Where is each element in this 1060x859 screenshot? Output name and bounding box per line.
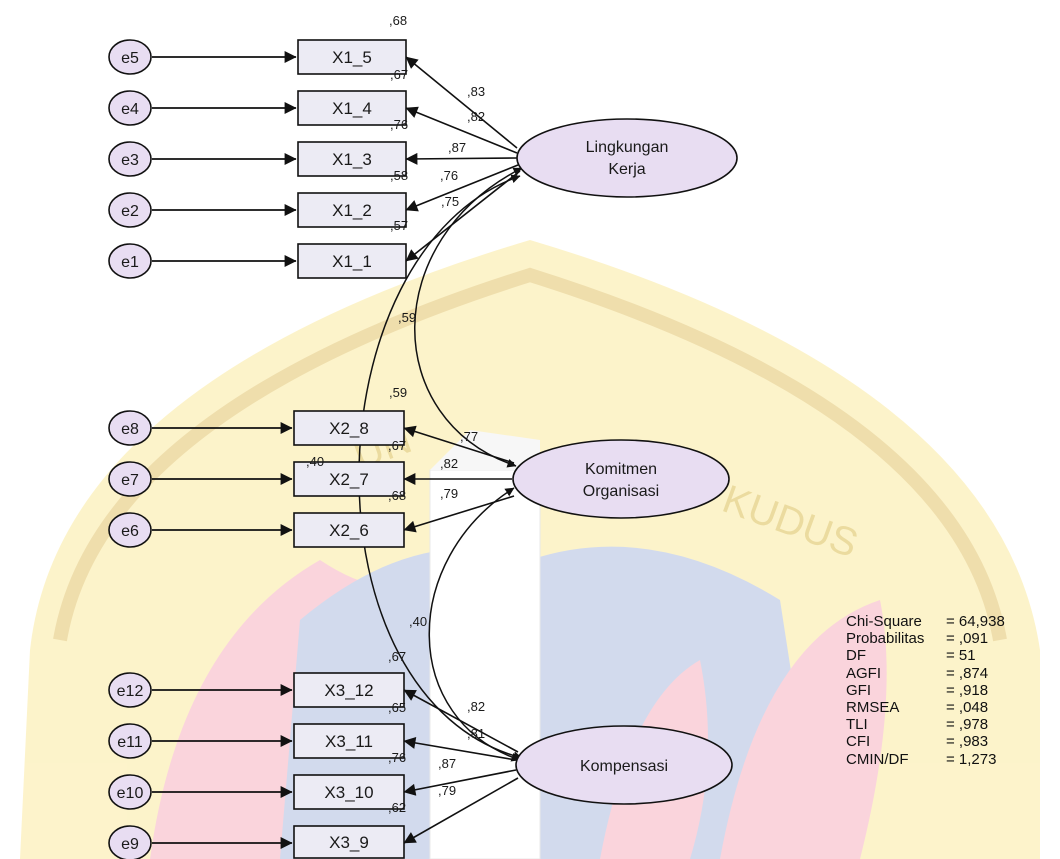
loading-label: ,79 (440, 486, 458, 501)
fit-stat-name: TLI (846, 716, 946, 733)
latent-label: Kompensasi (580, 758, 668, 775)
correlation-label: ,40 (409, 614, 427, 629)
error-label-e1: e1 (121, 254, 139, 271)
r2-label: ,58 (390, 168, 408, 183)
fit-stat-value: = ,874 (946, 665, 988, 682)
latent-lingkungan-kerja (517, 119, 737, 197)
error-label-e11: e11 (117, 734, 143, 751)
fit-stat-value: = ,983 (946, 733, 988, 750)
fit-stat-row: CFI= ,983 (846, 733, 1056, 750)
loading-label: ,82 (467, 699, 485, 714)
r2-label: ,76 (390, 117, 408, 132)
indicator-label: X3_9 (329, 833, 369, 852)
fit-stat-name: AGFI (846, 665, 946, 682)
latent-label: Organisasi (583, 483, 659, 500)
fit-stat-row: RMSEA= ,048 (846, 699, 1056, 716)
indicator-label: X1_4 (332, 99, 372, 118)
indicator-label: X1_3 (332, 150, 372, 169)
fit-stat-row: GFI= ,918 (846, 682, 1056, 699)
loading-label: ,87 (438, 756, 456, 771)
r2-label: ,65 (388, 700, 406, 715)
r2-label: ,67 (388, 438, 406, 453)
indicator-label: X3_11 (325, 732, 373, 751)
fit-stat-value: = 51 (946, 647, 976, 664)
r2-label: ,68 (389, 13, 407, 28)
loading-label: ,82 (467, 109, 485, 124)
fit-stat-value: = 1,273 (946, 751, 996, 768)
error-label-e12: e12 (117, 683, 144, 700)
error-label-e5: e5 (121, 50, 139, 67)
indicator-label: X2_8 (329, 419, 369, 438)
r2-label: ,67 (388, 649, 406, 664)
fit-stat-value: = ,978 (946, 716, 988, 733)
fit-stat-value: = ,048 (946, 699, 988, 716)
loading-label: ,82 (440, 456, 458, 471)
latent-label: Lingkungan (586, 139, 669, 156)
r2-label: ,67 (390, 67, 408, 82)
indicator-label: X2_6 (329, 521, 369, 540)
fit-stat-name: Probabilitas (846, 630, 946, 647)
correlation-label: ,59 (398, 310, 416, 325)
r2-label: ,40 (306, 454, 324, 469)
error-label-e8: e8 (121, 421, 139, 438)
fit-stat-value: = ,918 (946, 682, 988, 699)
error-label-e3: e3 (121, 152, 139, 169)
error-label-e10: e10 (117, 785, 144, 802)
latent-label: Komitmen (585, 461, 657, 478)
fit-stat-name: GFI (846, 682, 946, 699)
error-label-e7: e7 (121, 472, 139, 489)
r2-label: ,57 (390, 218, 408, 233)
fit-stat-row: Chi-Square= 64,938 (846, 613, 1056, 630)
r2-label: ,62 (388, 800, 406, 815)
r2-label: ,59 (389, 385, 407, 400)
r2-label: ,76 (388, 750, 406, 765)
fit-stat-value: = 64,938 (946, 613, 1005, 630)
fit-stat-row: DF= 51 (846, 647, 1056, 664)
loading-label: ,77 (460, 429, 478, 444)
indicator-label: X3_10 (324, 783, 373, 802)
fit-stat-name: CFI (846, 733, 946, 750)
fit-stat-name: DF (846, 647, 946, 664)
loading-label: ,87 (448, 140, 466, 155)
loading-label: ,83 (467, 84, 485, 99)
fit-stat-row: TLI= ,978 (846, 716, 1056, 733)
loading-label: ,76 (440, 168, 458, 183)
fit-stat-row: Probabilitas= ,091 (846, 630, 1056, 647)
fit-stat-name: CMIN/DF (846, 751, 946, 768)
error-label-e2: e2 (121, 203, 139, 220)
error-label-e4: e4 (121, 101, 139, 118)
fit-stat-row: AGFI= ,874 (846, 665, 1056, 682)
indicator-label: X1_2 (332, 201, 372, 220)
latent-komitmen-organisasi (513, 440, 729, 518)
r2-label: ,68 (388, 488, 406, 503)
indicator-label: X3_12 (324, 681, 373, 700)
fit-stat-name: Chi-Square (846, 613, 946, 630)
indicator-label: X2_7 (329, 470, 369, 489)
latent-label: Kerja (608, 161, 645, 178)
indicator-label: X1_5 (332, 48, 372, 67)
fit-stat-name: RMSEA (846, 699, 946, 716)
loading-label: ,81 (467, 726, 485, 741)
fit-stat-row: CMIN/DF= 1,273 (846, 751, 1056, 768)
loading-label: ,79 (438, 783, 456, 798)
indicator-label: X1_1 (332, 252, 372, 271)
error-label-e9: e9 (121, 836, 139, 853)
loading-label: ,75 (441, 194, 459, 209)
fit-stat-value: = ,091 (946, 630, 988, 647)
error-label-e6: e6 (121, 523, 139, 540)
